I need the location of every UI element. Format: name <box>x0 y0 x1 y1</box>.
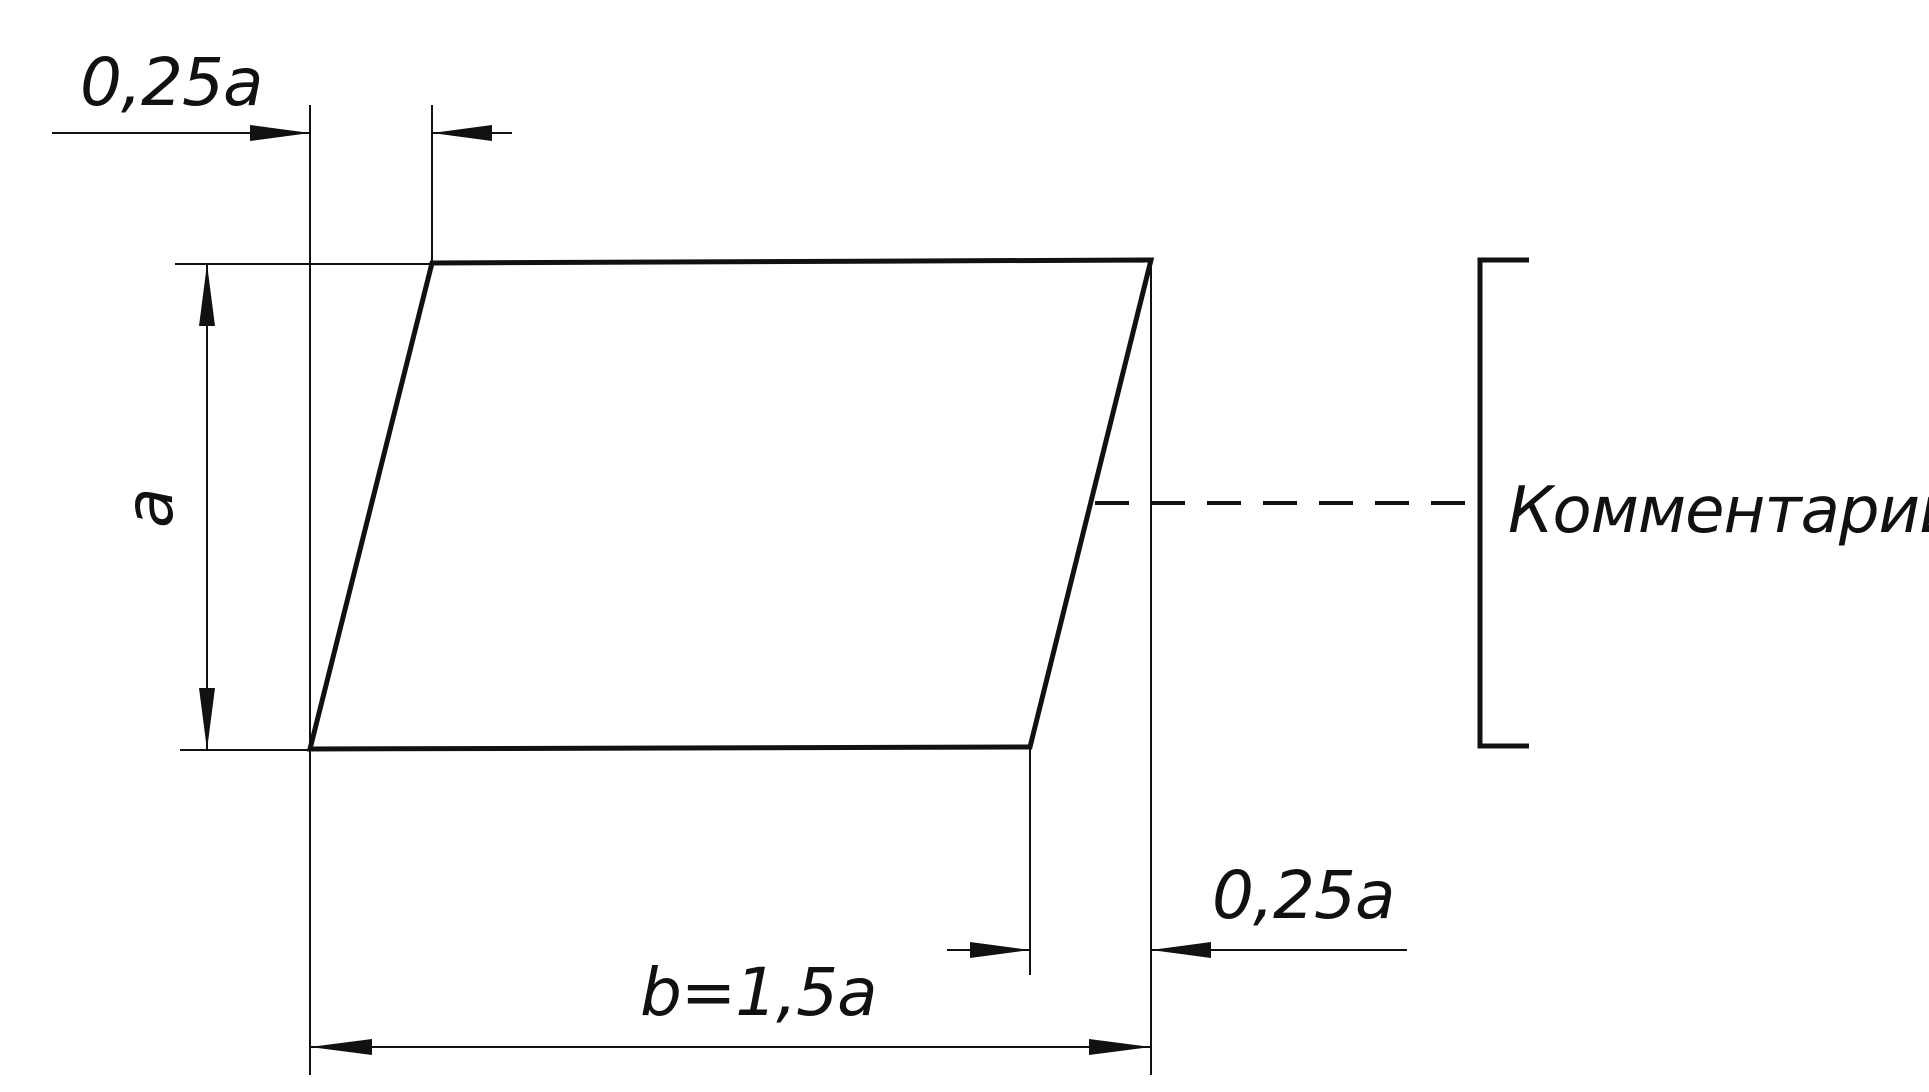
arrowhead <box>1089 1039 1151 1055</box>
bottom-offset-label: 0,25a <box>1212 857 1394 934</box>
height-dimension: a <box>111 264 215 750</box>
width-label: b=1,5a <box>640 954 877 1031</box>
height-label: a <box>111 489 188 528</box>
top-offset-dimension: 0,25a <box>52 44 512 141</box>
parallelogram-block <box>306 257 1155 752</box>
arrowhead <box>310 1039 372 1055</box>
arrowhead <box>250 125 310 141</box>
arrowhead <box>970 942 1030 958</box>
comment-label: Комментарий <box>1508 474 1929 548</box>
arrowhead <box>1151 942 1211 958</box>
top-offset-label: 0,25a <box>80 44 262 121</box>
arrowhead <box>199 264 215 326</box>
width-dimension: b=1,5a <box>310 954 1151 1055</box>
bottom-offset-dimension: 0,25a <box>947 857 1407 958</box>
arrowhead <box>432 125 492 141</box>
comment-bracket <box>1477 257 1529 749</box>
arrowhead <box>199 688 215 750</box>
